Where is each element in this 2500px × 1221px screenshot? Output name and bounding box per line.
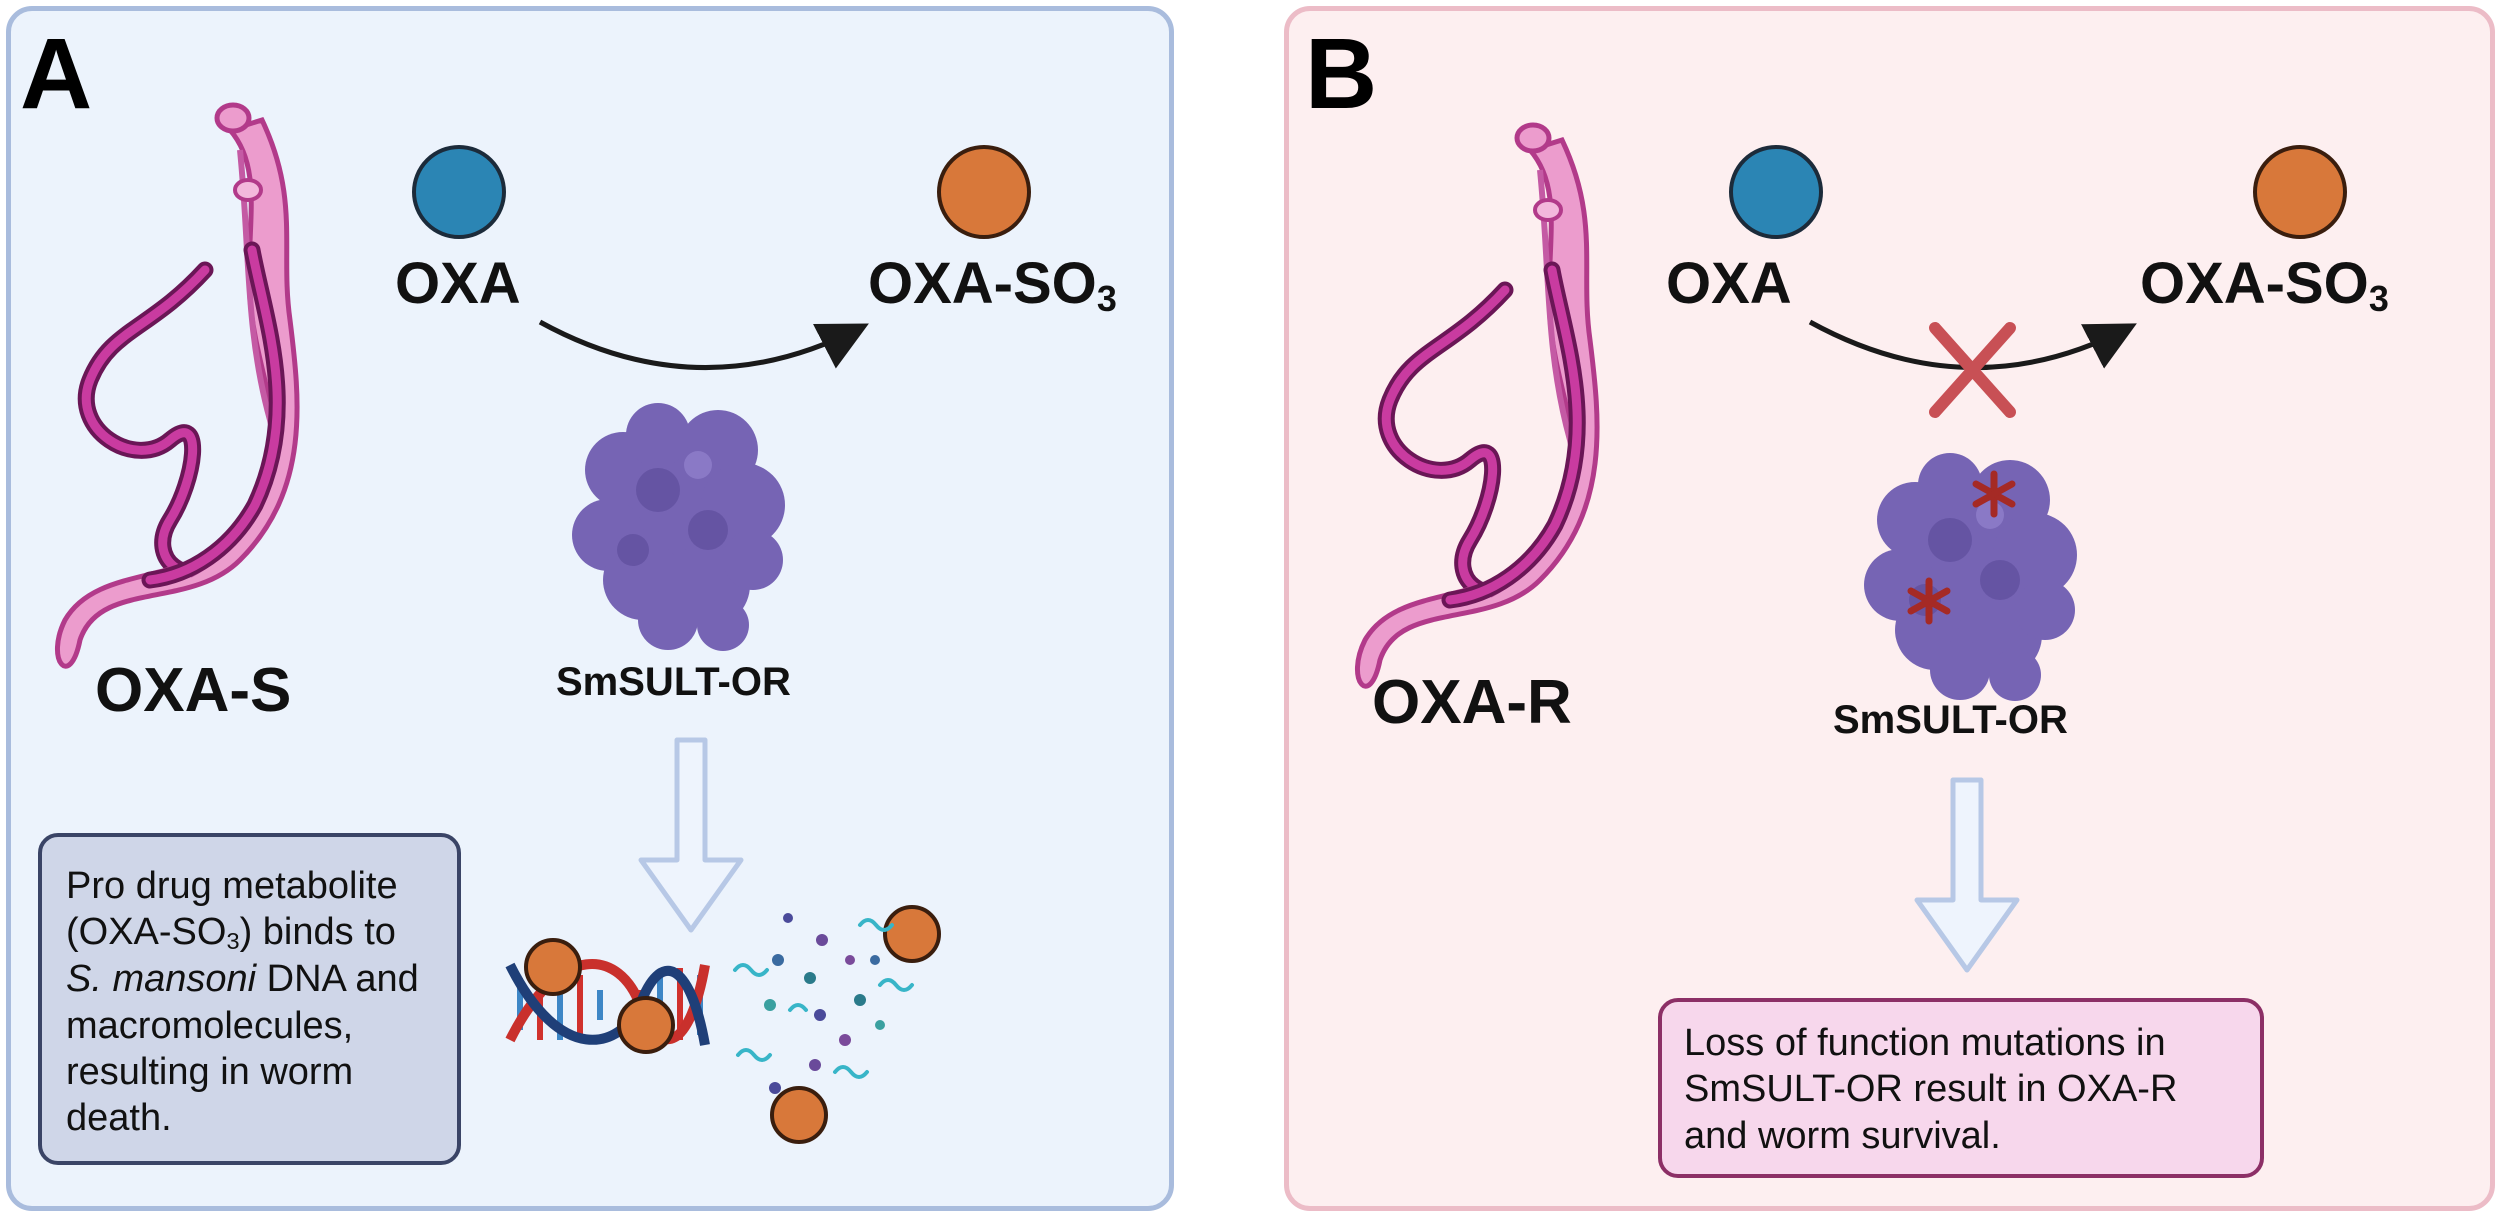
worm-b — [1357, 125, 1597, 686]
hollow-arrow-a — [641, 740, 741, 930]
product-label-b: OXA-SO3 — [2140, 251, 2389, 319]
product-circle-a — [937, 145, 1031, 239]
strain-label-a: OXA-S — [95, 656, 292, 725]
product-circle-b — [2253, 145, 2347, 239]
enzyme-label-b: SmSULT-OR — [1833, 698, 2068, 742]
substrate-label-b: OXA — [1666, 251, 1792, 316]
product-label-a: OXA-SO3 — [868, 251, 1117, 319]
substrate-label-a: OXA — [395, 251, 521, 316]
mechanism-note-a: Pro drug metabolite (OXA-SO3) binds to S… — [38, 833, 461, 1165]
oxa-circle-a — [412, 145, 506, 239]
worm-a — [57, 105, 297, 666]
panel-letter-b: B — [1305, 18, 1378, 130]
product-circle-free-1 — [883, 905, 941, 963]
macromolecule-fragments — [733, 913, 914, 1094]
block-cross-icon — [1929, 322, 2016, 418]
product-circle-dna-2 — [617, 996, 675, 1054]
mechanism-note-b: Loss of function mutations in SmSULT-OR … — [1658, 998, 2264, 1178]
mutation-mark-1 — [1972, 470, 2016, 518]
protein-a — [572, 403, 785, 651]
product-circle-dna-1 — [524, 938, 582, 996]
oxa-circle-b — [1729, 145, 1823, 239]
strain-label-b: OXA-R — [1372, 668, 1572, 737]
enzyme-label-a: SmSULT-OR — [556, 660, 791, 704]
hollow-arrow-b — [1917, 780, 2017, 970]
protein-b — [1864, 453, 2077, 701]
product-circle-free-2 — [770, 1086, 828, 1144]
reaction-arrow-a — [538, 319, 869, 371]
panel-letter-a: A — [20, 18, 93, 130]
mutation-mark-2 — [1907, 577, 1951, 625]
